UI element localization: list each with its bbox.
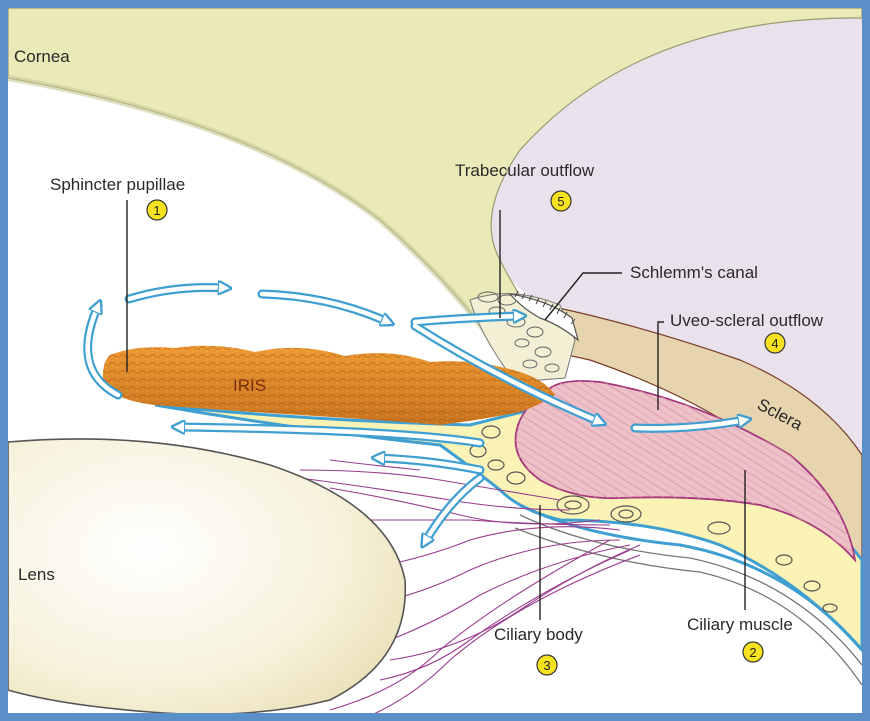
- uveo-scleral-outflow-label: Uveo-scleral outflow: [670, 311, 824, 330]
- cornea-label: Cornea: [14, 47, 70, 66]
- number-badge-3: 3: [537, 655, 557, 675]
- trabecular-outflow-label: Trabecular outflow: [455, 161, 595, 180]
- svg-text:2: 2: [749, 645, 756, 660]
- svg-text:4: 4: [771, 336, 778, 351]
- number-badge-4: 4: [765, 333, 785, 353]
- number-badge-2: 2: [743, 642, 763, 662]
- ciliary-body-label: Ciliary body: [494, 625, 583, 644]
- number-badge-5: 5: [551, 191, 571, 211]
- sphincter-pupillae-label: Sphincter pupillae: [50, 175, 185, 194]
- schlemms-canal-label: Schlemm's canal: [630, 263, 758, 282]
- number-badge-1: 1: [147, 200, 167, 220]
- svg-text:5: 5: [557, 194, 564, 209]
- lens-label: Lens: [18, 565, 55, 584]
- svg-text:3: 3: [543, 658, 550, 673]
- svg-text:1: 1: [153, 203, 160, 218]
- iris-label: IRIS: [233, 376, 266, 395]
- ciliary-muscle-label: Ciliary muscle: [687, 615, 793, 634]
